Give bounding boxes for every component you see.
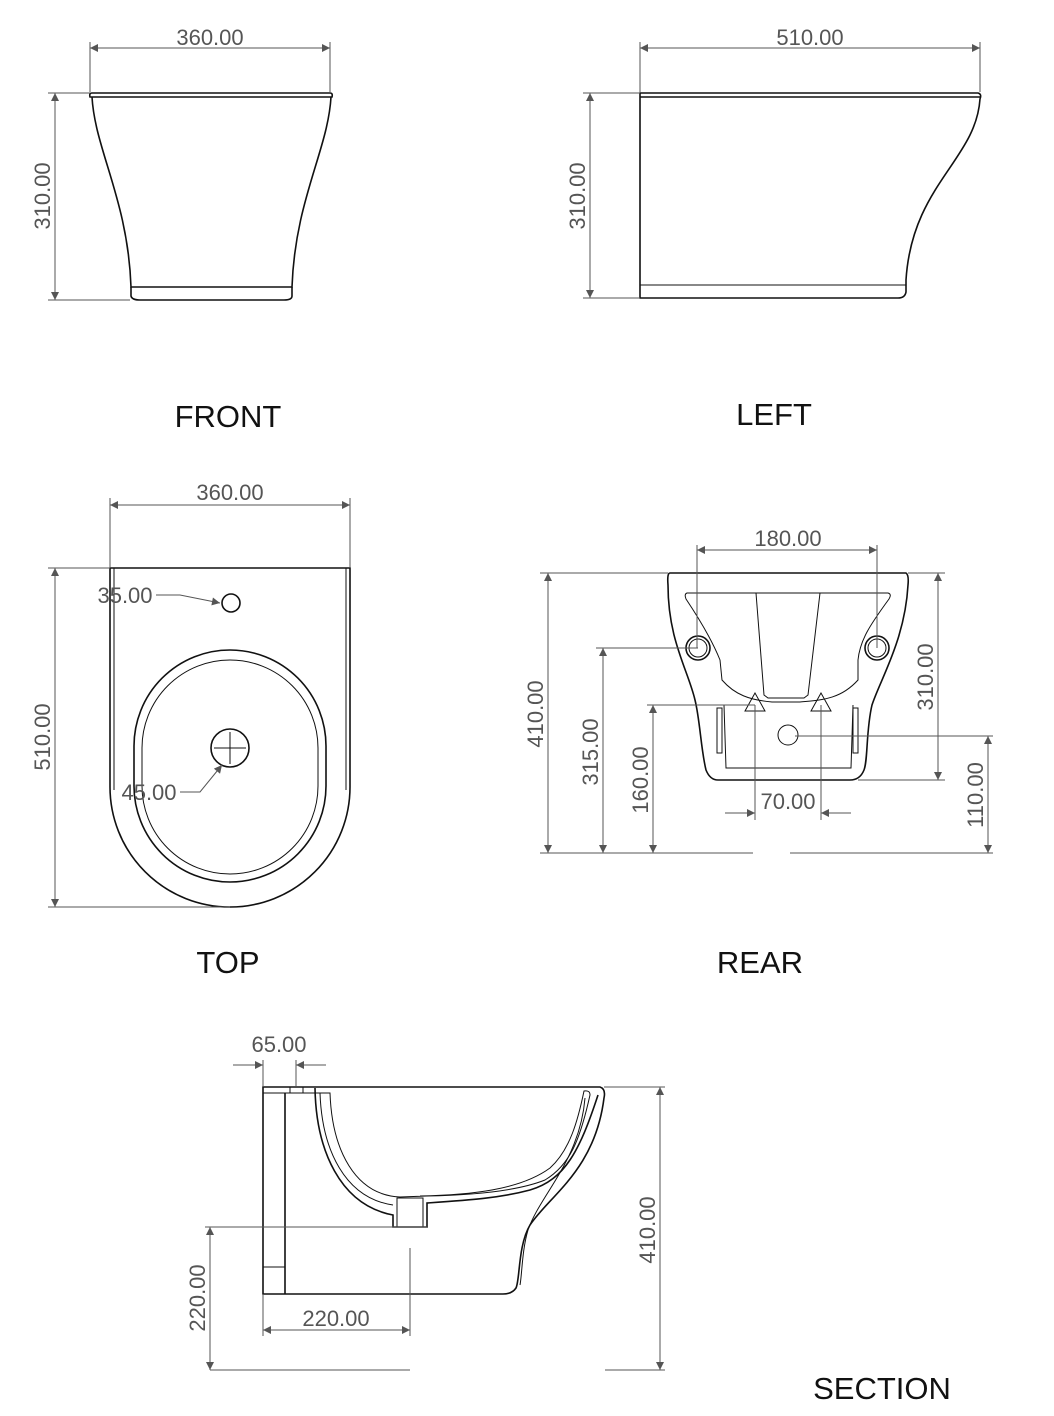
left-depth-value: 510.00 [776,25,843,50]
tap-hole [221,593,241,613]
left-height-value: 310.00 [565,162,590,229]
body-height-value: 310.00 [913,643,938,710]
top-depth-dimension: 510.00 [30,567,230,908]
left-label: LEFT [736,397,812,432]
section-total-height-value: 410.00 [635,1196,660,1263]
front-base [130,287,293,301]
left-height-dimension: 310.00 [565,92,640,299]
waste-hole [210,728,250,768]
waste-outlet [777,724,799,746]
tap-hole-value: 35.00 [97,583,152,608]
top-outline [109,567,351,908]
rear-view: 180.00 410.00 315.00 160.00 310.00 110.0… [523,526,993,980]
rear-fixing-height-dimension: 315.00 [578,647,698,853]
top-view: 360.00 510.00 35.00 45.00 TOP [30,480,351,980]
rear-total-height-dimension: 410.00 [523,572,668,853]
inlet-height-value: 160.00 [628,746,653,813]
section-waste-height-value: 220.00 [185,1264,210,1331]
top-label: TOP [196,945,259,980]
front-outline [88,92,334,288]
section-waste-distance-value: 220.00 [302,1306,369,1331]
waste-hole-leader: 45.00 [121,764,223,805]
section-waste-height-dimension: 220.00 [185,1227,214,1370]
front-width-value: 360.00 [176,25,243,50]
left-outline [639,92,982,299]
section-total-height-dimension: 410.00 [635,1087,664,1370]
rear-outline [666,572,910,781]
section-view: 65.00 410.00 220.00 220.00 SECTION [185,1032,951,1406]
waste-height-value: 110.00 [963,762,988,828]
bowl-inner [141,659,319,875]
section-wall-offset-dimension: 65.00 [233,1032,326,1086]
rear-body-height-dimension: 310.00 [858,572,945,781]
front-height-value: 310.00 [30,162,55,229]
tap-hole-leader: 35.00 [97,583,221,608]
rear-total-height-value: 410.00 [523,680,548,747]
left-view: 510.00 310.00 LEFT [565,25,982,432]
section-waste-distance-dimension: 220.00 [262,1294,410,1336]
section-outline [262,1086,606,1295]
section-label: SECTION [813,1371,951,1406]
top-width-dimension: 360.00 [109,480,351,567]
front-view: 360.00 310.00 FRONT [30,25,334,434]
front-label: FRONT [175,399,282,434]
rear-label: REAR [717,945,803,980]
waste-hole-value: 45.00 [121,780,176,805]
left-depth-dimension: 510.00 [639,25,981,92]
front-width-dimension: 360.00 [89,25,331,92]
fixing-spacing-value: 180.00 [754,526,821,551]
rear-waste-height-dimension: 110.00 [795,735,993,853]
wall-offset-value: 65.00 [251,1032,306,1057]
inlet-spacing-value: 70.00 [760,789,815,814]
rear-fixing-spacing-dimension: 180.00 [696,526,878,648]
bowl-rim [133,649,327,883]
top-depth-value: 510.00 [30,703,55,770]
section-bowl-outer [314,1087,599,1228]
rear-inlet-spacing-dimension: 70.00 [725,705,851,820]
front-height-dimension: 310.00 [30,92,130,301]
top-width-value: 360.00 [196,480,263,505]
rear-inlet-height-dimension: 160.00 [628,704,755,853]
fixing-height-value: 315.00 [578,718,603,785]
